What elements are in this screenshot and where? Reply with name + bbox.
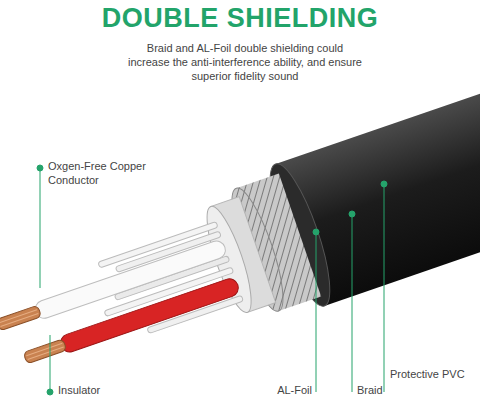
leader-lines (37, 165, 387, 395)
leader-line (40, 168, 41, 288)
copper-conductor (0, 305, 41, 331)
part-label: Insulator (58, 384, 138, 398)
leader-line (316, 232, 317, 392)
part-label: Protective PVC (390, 368, 470, 382)
description-text: Braid and AL-Foil double shielding could… (125, 42, 365, 83)
red-insulator (58, 276, 241, 354)
cable-group (0, 73, 480, 405)
leader-dot (47, 389, 53, 395)
part-label: Braid (357, 384, 397, 398)
part-label: AL-Foil (258, 384, 312, 398)
part-label: Oxgen-Free Copper Conductor (48, 160, 163, 188)
leader-line (384, 184, 385, 392)
copper-strand (0, 313, 38, 326)
copper-strand (28, 347, 64, 359)
copper-conductor (23, 339, 67, 364)
leader-dot (313, 229, 319, 235)
leader-dot (349, 211, 355, 217)
leader-line (50, 335, 51, 392)
leader-dot (381, 181, 387, 187)
leader-dot (37, 165, 43, 171)
leader-line (352, 214, 353, 392)
heading: DOUBLE SHIELDING (0, 2, 480, 36)
